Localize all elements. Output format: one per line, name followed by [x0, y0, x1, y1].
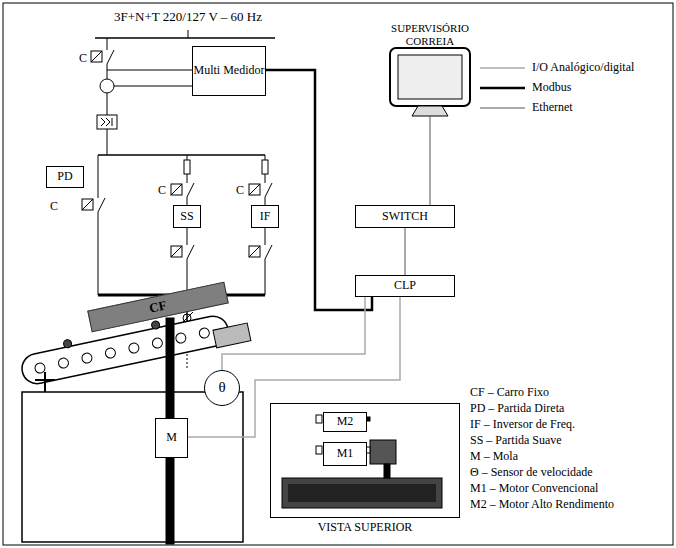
node-text: CF	[148, 298, 168, 316]
coil	[171, 184, 182, 195]
node-text: VISTA SUPERIOR	[271, 521, 459, 535]
contact	[265, 245, 272, 259]
top-view-panel: VISTA SUPERIORM2M1	[270, 403, 460, 518]
abbreviation: IF – Inversor de Freq.	[470, 418, 575, 431]
node-text: PD	[57, 170, 72, 184]
abbreviation: SS – Partida Suave	[470, 434, 562, 447]
spring-box: M	[155, 418, 188, 458]
coil-slash	[91, 51, 102, 62]
node-text: M2	[337, 415, 354, 429]
coil-slash	[171, 246, 182, 257]
abbreviation: M – Mola	[470, 450, 518, 463]
coil-slash	[249, 184, 260, 195]
coil	[82, 199, 93, 210]
abbreviation: CF – Carro Fixo	[470, 386, 549, 399]
starter-box: PD	[46, 166, 84, 188]
coil-slash	[249, 246, 260, 257]
contact	[187, 183, 194, 197]
motor-box: M2	[323, 412, 367, 432]
connector	[222, 297, 365, 370]
monitor	[390, 48, 470, 116]
contactor-label: C	[236, 184, 244, 197]
node-text: θ	[218, 379, 225, 396]
starter-box: SS	[173, 205, 201, 228]
node-text: SS	[180, 210, 193, 224]
abbreviation: Θ – Sensor de velocidade	[470, 466, 593, 479]
abbreviation: M1 – Motor Convencional	[470, 482, 598, 495]
title: 3F+N+T 220/127 V – 60 Hz	[114, 10, 262, 24]
contactor-label: C	[50, 200, 58, 213]
node-text: Multi Medidor	[194, 64, 265, 78]
contact	[98, 198, 105, 212]
connector	[266, 70, 372, 310]
node-text: SWITCH	[382, 210, 428, 224]
connector	[188, 297, 400, 437]
legend-text: Modbus	[532, 81, 571, 94]
contactor-label: C	[158, 184, 166, 197]
contact	[107, 50, 114, 64]
switch-box: SWITCH	[355, 205, 455, 228]
contact	[187, 245, 194, 259]
contact	[265, 183, 272, 197]
node-text: CLP	[394, 279, 416, 293]
abbreviation: PD – Partida Direta	[470, 402, 564, 415]
contactor-label: C	[79, 52, 87, 65]
legend-text: I/O Analógico/digital	[532, 61, 634, 74]
monitor-node: SUPERVISÓRIO CORREIA	[378, 22, 482, 116]
node-text: SUPERVISÓRIO CORREIA	[378, 22, 482, 47]
structure	[22, 318, 243, 544]
coil-slash	[171, 184, 182, 195]
coil	[91, 51, 102, 62]
node-text: IF	[260, 210, 271, 224]
node-text: M	[166, 431, 177, 445]
motor-box: M1	[323, 442, 367, 466]
connector	[405, 228, 406, 275]
frame	[3, 3, 673, 545]
coil	[171, 246, 182, 257]
coil	[249, 246, 260, 257]
coil	[249, 184, 260, 195]
abbreviation: M2 – Motor Alto Rendimento	[470, 498, 614, 511]
meter-box: Multi Medidor	[192, 46, 266, 96]
coil-slash	[82, 199, 93, 210]
connector	[430, 116, 431, 205]
legend-samples	[480, 68, 525, 108]
legend-text: Ethernet	[532, 101, 573, 114]
plc-box: CLP	[355, 275, 455, 297]
node-text: M1	[337, 447, 354, 461]
starter-box: IF	[251, 205, 279, 228]
speed-sensor-circle: θ	[204, 370, 240, 406]
